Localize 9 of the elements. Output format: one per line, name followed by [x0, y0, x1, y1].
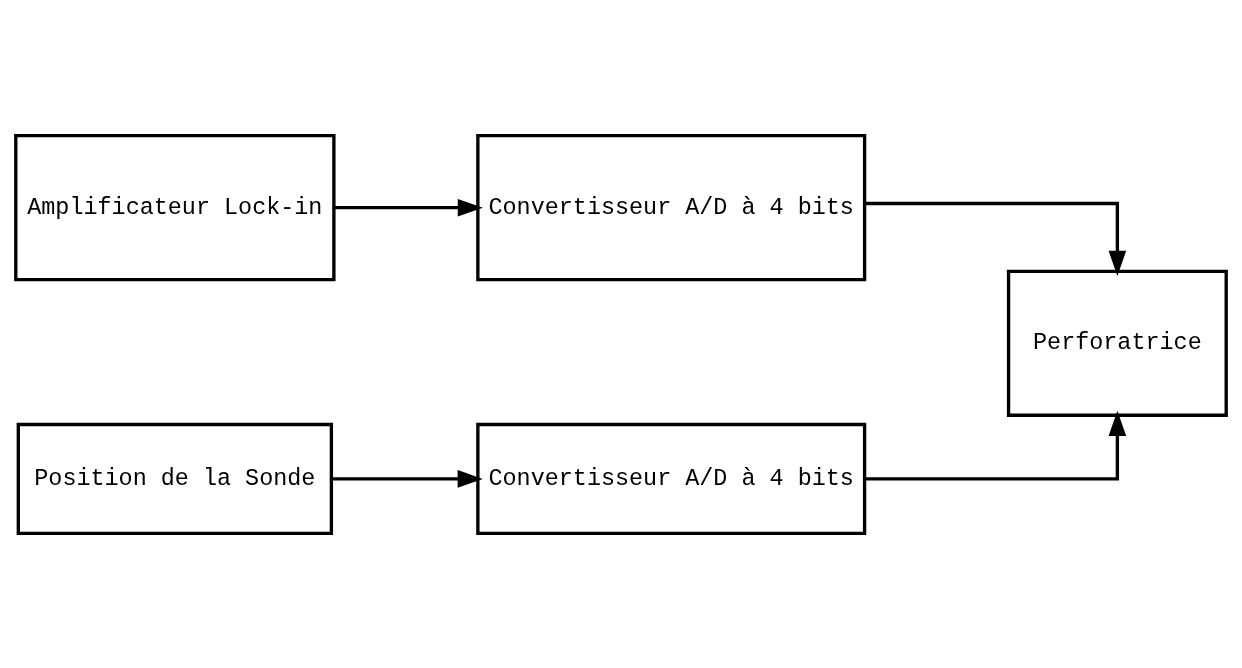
arrow: [864, 201, 1127, 276]
node-box: Convertisseur A/D à 4 bits: [476, 422, 867, 535]
node-box: Position de la Sonde: [16, 422, 334, 535]
arrow: [864, 410, 1127, 481]
node-box: Amplificateur Lock-in: [14, 133, 336, 281]
node-box: Convertisseur A/D à 4 bits: [476, 133, 867, 281]
node-box: Perforatrice: [1006, 269, 1228, 417]
arrow: [333, 198, 483, 216]
arrow: [331, 469, 483, 488]
